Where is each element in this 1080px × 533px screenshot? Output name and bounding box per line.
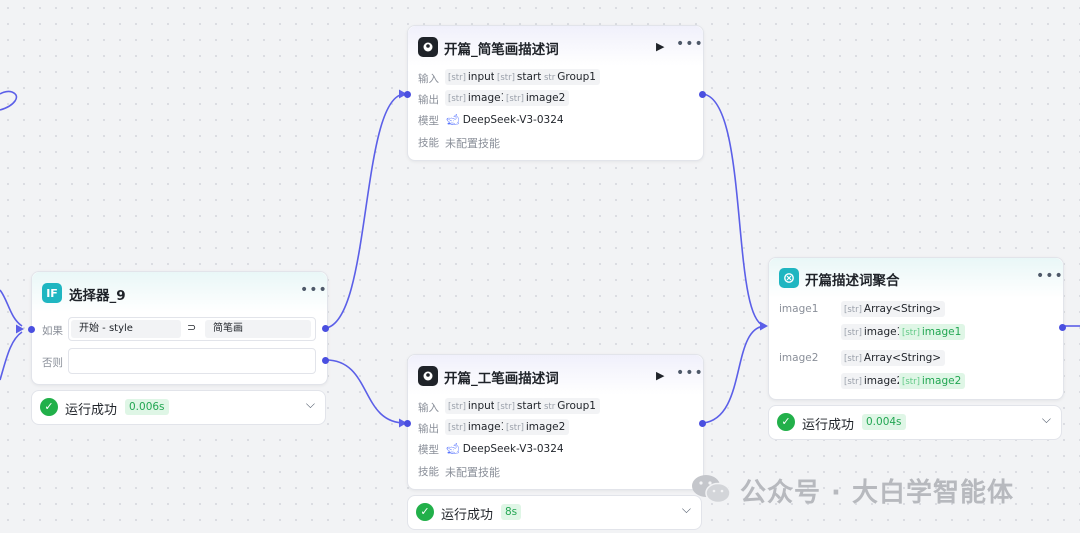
run-time-badge: 0.004s	[862, 414, 906, 430]
run-status-text: 运行成功	[441, 508, 494, 523]
output-label: 输出	[418, 423, 439, 435]
output-tag-image2: [str]image2	[503, 90, 570, 106]
deepseek-whale-icon	[418, 37, 438, 57]
input-tag-input: [str]input	[445, 398, 499, 414]
chevron-down-icon[interactable]: ⌵	[305, 397, 315, 411]
output-tag-image2: [str]image2	[503, 419, 570, 435]
group-value-tag-active: [str]image1	[899, 324, 966, 340]
edge-llm2-to-aggregate	[702, 325, 767, 424]
selector-node[interactable]: IF 选择器_9 ••• 如果 开始 - style ⊃ 简笔画 否则	[28, 271, 329, 385]
success-check-icon: ✓	[416, 503, 434, 521]
deepseek-whale-icon	[418, 366, 438, 386]
else-label: 否则	[42, 357, 63, 369]
node-title: 选择器_9	[69, 288, 126, 304]
deepseek-whale-icon: 🐋︎	[446, 114, 460, 126]
aggregate-node[interactable]: 开篇描述词聚合 ••• image1 [str]Array<String> [s…	[768, 257, 1066, 400]
success-check-icon: ✓	[40, 398, 58, 416]
output-port[interactable]	[699, 420, 706, 427]
run-status-text: 运行成功	[802, 418, 855, 433]
input-tag-input: [str]input	[445, 69, 499, 85]
run-status-text: 运行成功	[65, 403, 118, 418]
group-type-tag: [str]Array<String>	[841, 301, 946, 317]
model-name: 🐋︎ DeepSeek-V3-0324	[446, 443, 564, 455]
node-title: 开篇_简笔画描述词	[444, 42, 559, 58]
skill-value: 未配置技能	[445, 137, 500, 150]
input-label: 输入	[418, 73, 439, 85]
edge-llm1-to-aggregate	[702, 93, 767, 327]
aggregate-node-header[interactable]: 开篇描述词聚合 •••	[769, 258, 1063, 298]
else-condition-box[interactable]	[68, 348, 316, 374]
more-options-icon[interactable]: •••	[300, 282, 328, 298]
output-port[interactable]	[1059, 324, 1066, 331]
aggregate-run-status[interactable]: ✓ 运行成功 0.004s ⌵	[768, 405, 1062, 440]
deepseek-whale-icon: 🐋︎	[446, 443, 460, 455]
operator-contains[interactable]: ⊃	[187, 321, 197, 334]
edge-if-to-llm1	[325, 93, 406, 329]
input-port[interactable]	[404, 91, 411, 98]
if-output-port[interactable]	[322, 325, 329, 332]
group-type-tag: [str]Array<String>	[841, 350, 946, 366]
more-options-icon[interactable]: •••	[1036, 268, 1064, 284]
llm-node-2-header[interactable]: 开篇_工笔画描述词 ▶ •••	[408, 355, 703, 395]
input-tag-start: [str]start	[494, 69, 546, 85]
selector-node-header[interactable]: IF 选择器_9 •••	[32, 272, 327, 312]
group-value-tag: [str]image1	[841, 324, 908, 340]
llm-node-2[interactable]: 开篇_工笔画描述词 ▶ ••• 输入 [str]input [str]start…	[404, 354, 706, 490]
edge-top-left-loop	[0, 90, 18, 111]
output-port[interactable]	[699, 91, 706, 98]
llm-node-2-run-status[interactable]: ✓ 运行成功 8s ⌵	[407, 495, 702, 530]
arrow-aggregate	[760, 321, 768, 331]
aggregate-icon	[779, 268, 799, 288]
input-port[interactable]	[28, 326, 35, 333]
skill-label: 技能	[418, 137, 439, 149]
input-tag-start: [str]start	[494, 398, 546, 414]
skill-value: 未配置技能	[445, 466, 500, 479]
if-condition-box[interactable]: 开始 - style ⊃ 简笔画	[68, 317, 316, 341]
node-title: 开篇_工笔画描述词	[444, 371, 559, 387]
output-tag-image1: [str]image1	[445, 90, 512, 106]
output-label: 输出	[418, 94, 439, 106]
group-label-image1: image1	[779, 303, 819, 315]
group-value-tag-active: [str]image2	[899, 373, 966, 389]
watermark-text: 公众号 · 大白学智能体	[740, 478, 1014, 508]
run-time-badge: 8s	[501, 504, 522, 520]
chevron-down-icon[interactable]: ⌵	[1041, 412, 1051, 426]
condition-left-operand[interactable]: 开始 - style	[71, 320, 181, 338]
more-options-icon[interactable]: •••	[676, 36, 704, 52]
node-title: 开篇描述词聚合	[805, 273, 900, 289]
model-name: 🐋︎ DeepSeek-V3-0324	[446, 114, 564, 126]
edge-else-to-llm2	[325, 359, 406, 424]
model-label: 模型	[418, 115, 439, 127]
play-icon[interactable]: ▶	[656, 369, 665, 382]
group-label-image2: image2	[779, 352, 819, 364]
output-tag-image1: [str]image1	[445, 419, 512, 435]
skill-label: 技能	[418, 466, 439, 478]
input-label: 输入	[418, 402, 439, 414]
else-output-port[interactable]	[322, 357, 329, 364]
llm-node-1-header[interactable]: 开篇_简笔画描述词 ▶ •••	[408, 26, 703, 66]
if-icon: IF	[42, 283, 62, 303]
condition-right-operand[interactable]: 简笔画	[205, 320, 311, 338]
more-options-icon[interactable]: •••	[676, 365, 704, 381]
input-port[interactable]	[404, 420, 411, 427]
selector-run-status[interactable]: ✓ 运行成功 0.006s ⌵	[31, 390, 326, 425]
wechat-icon	[692, 475, 731, 504]
success-check-icon: ✓	[777, 413, 795, 431]
if-label: 如果	[42, 325, 63, 337]
model-label: 模型	[418, 444, 439, 456]
chevron-down-icon[interactable]: ⌵	[681, 502, 691, 516]
edge-to-selector-bottom	[0, 331, 23, 381]
arrow-selector	[16, 324, 24, 334]
llm-node-1[interactable]: 开篇_简笔画描述词 ▶ ••• 输入 [str]input [str]start…	[404, 25, 706, 161]
edge-to-selector-top	[0, 289, 23, 327]
group-value-tag: [str]image2	[841, 373, 908, 389]
run-time-badge: 0.006s	[125, 399, 169, 415]
play-icon[interactable]: ▶	[656, 40, 665, 53]
